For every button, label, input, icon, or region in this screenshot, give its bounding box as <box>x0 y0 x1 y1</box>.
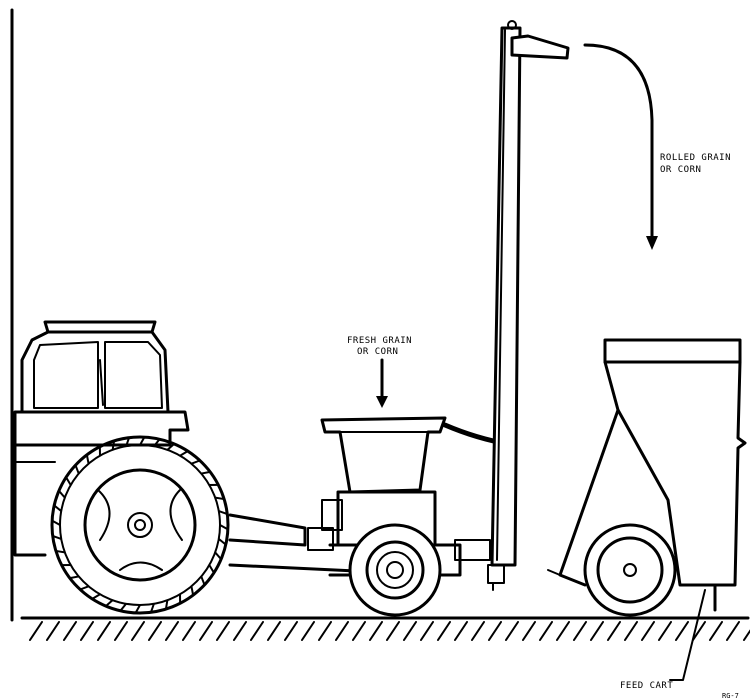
tire-lug <box>166 443 175 451</box>
feed-cart <box>547 338 747 617</box>
tire-lug <box>55 549 65 554</box>
tire-lug <box>134 604 141 614</box>
ground-hatch <box>46 621 60 641</box>
tire-lug <box>218 538 227 546</box>
ground-hatch <box>114 621 128 641</box>
ground-hatch <box>437 621 451 641</box>
ground-hatch <box>267 621 281 641</box>
ground-hatch <box>539 621 553 641</box>
tire-lug <box>65 476 72 486</box>
ground-hatch <box>80 621 94 641</box>
ground-hatch <box>505 621 519 641</box>
output-arrow <box>583 43 658 250</box>
feed-cart-leader <box>669 589 706 681</box>
tire-lug <box>139 436 146 446</box>
figure-code: RG-7 <box>722 692 739 700</box>
ground-hatch <box>352 621 366 641</box>
tire-lug <box>215 496 225 501</box>
ground-hatch <box>233 621 247 641</box>
ground-hatch <box>590 621 604 641</box>
ground-hatch <box>658 621 672 641</box>
ground-hatch <box>369 621 383 641</box>
ground-hatch <box>454 621 468 641</box>
ground-hatch <box>63 621 77 641</box>
ground-hatch <box>131 621 145 641</box>
feed-cart-label: FEED CART <box>620 681 673 691</box>
ground-hatch <box>301 621 315 641</box>
tractor <box>13 320 442 615</box>
input-label-line2: OR CORN <box>357 347 398 357</box>
tire-lug <box>201 470 211 475</box>
ground-hatch <box>216 621 230 641</box>
cart-wheel <box>583 523 677 617</box>
ground-hatch <box>386 621 400 641</box>
ground-hatch <box>709 621 723 641</box>
ground-hatch <box>488 621 502 641</box>
tire-lug <box>85 454 90 464</box>
tire-lug <box>58 490 66 499</box>
ground-hatch <box>420 621 434 641</box>
ground-hatch <box>284 621 298 641</box>
tire-lug <box>52 534 62 540</box>
tire-lug <box>190 586 195 596</box>
tire-lug <box>218 510 228 516</box>
tire-lug <box>149 603 155 613</box>
ground-hatch <box>726 621 740 641</box>
ground-hatch <box>97 621 111 641</box>
ground-hatch <box>675 621 689 641</box>
ground-hatch <box>318 621 332 641</box>
ground-hatch <box>624 621 638 641</box>
tire-lug <box>51 519 61 526</box>
input-arrow <box>376 358 388 408</box>
output-label-line2: OR CORN <box>660 165 701 175</box>
ground-hatch <box>182 621 196 641</box>
tire-lug <box>105 599 114 607</box>
tire-lug <box>208 564 215 574</box>
ground-hatch <box>556 621 570 641</box>
ground-hatch <box>573 621 587 641</box>
ground-hatch <box>743 629 750 641</box>
ground-hatch <box>335 621 349 641</box>
ground-hatch <box>403 621 417 641</box>
tire-lug <box>53 504 62 512</box>
tire-lug <box>69 575 79 580</box>
output-label-line1: ROLLED GRAIN <box>660 153 731 163</box>
discharge-auger <box>487 20 570 591</box>
ground-hatch <box>607 621 621 641</box>
ground-hatch <box>522 621 536 641</box>
ground-hatch <box>199 621 213 641</box>
tire-lug <box>125 437 131 447</box>
ground <box>20 616 750 641</box>
ground-hatch <box>641 621 655 641</box>
mill-wheel <box>348 523 442 617</box>
tire-lug <box>219 524 229 531</box>
tire-lug <box>153 438 161 447</box>
tire-lug <box>179 450 189 457</box>
tire-lug <box>214 551 222 560</box>
ground-hatch <box>165 621 179 641</box>
tire-lug <box>91 593 101 600</box>
tire-lug <box>79 585 89 591</box>
tractor-rear-wheel <box>50 435 230 615</box>
tire-lug <box>119 603 127 612</box>
ground-hatch <box>692 621 706 641</box>
roller-mill <box>307 416 518 617</box>
tire-lug <box>74 464 80 474</box>
tire-lug <box>164 600 169 610</box>
ground-hatch <box>148 621 162 641</box>
ground-hatch <box>29 621 43 641</box>
tire-lug <box>111 440 116 450</box>
input-label-line1: FRESH GRAIN <box>347 336 412 346</box>
tire-lug <box>200 576 206 586</box>
ground-hatch <box>471 621 485 641</box>
tire-lug <box>191 459 201 465</box>
ground-hatch <box>250 621 264 641</box>
